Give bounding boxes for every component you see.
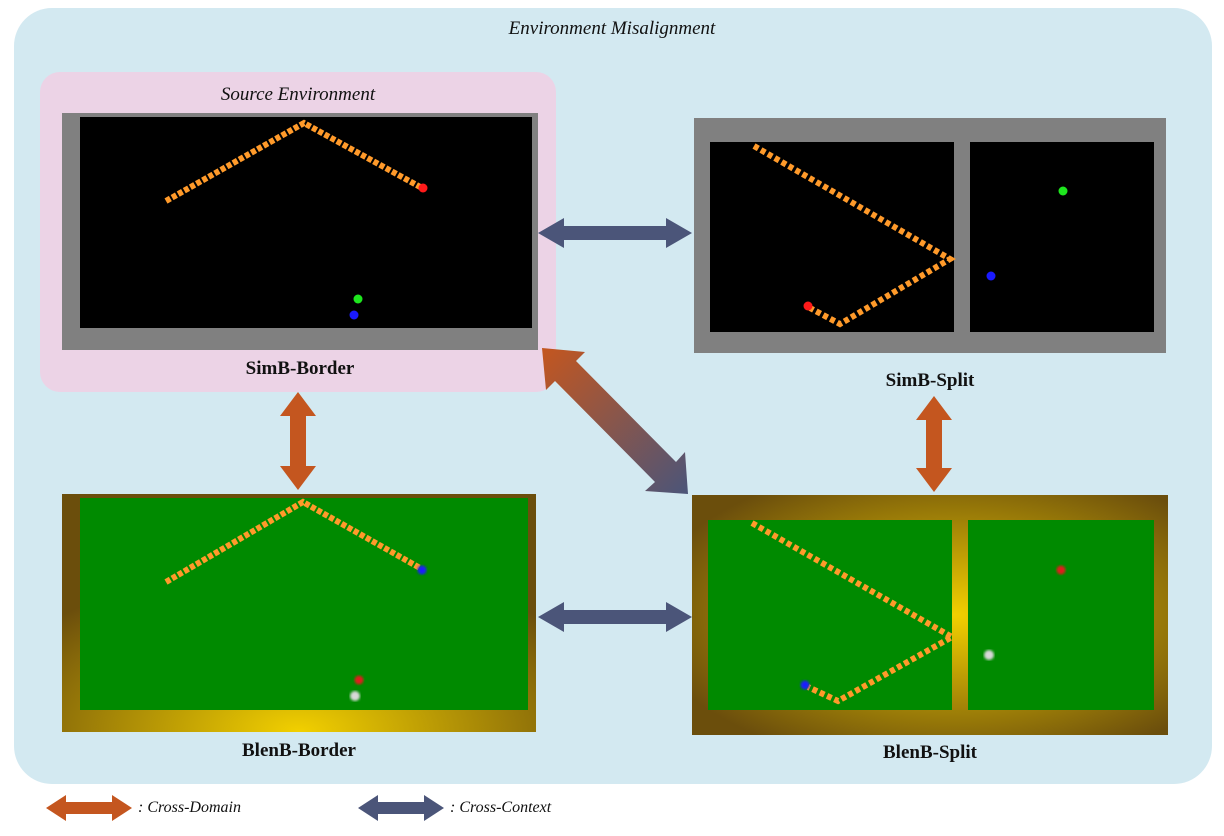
cross-context-legend-icon xyxy=(358,795,444,821)
trajectory xyxy=(164,119,424,204)
blenb-border-label: BlenB-Border xyxy=(242,740,356,761)
blue-ball-icon xyxy=(986,271,996,281)
red-ball-icon xyxy=(418,183,428,193)
blenb-border-image xyxy=(62,494,536,732)
red-ball-icon xyxy=(1056,565,1066,575)
cross-context-arrow-bottom xyxy=(538,602,692,632)
simb-border-label: SimB-Border xyxy=(245,358,355,379)
green-ball-icon xyxy=(1058,186,1068,196)
white-ball-icon xyxy=(350,691,360,701)
trajectory xyxy=(750,520,959,705)
cross-domain-legend-icon xyxy=(46,795,132,821)
simb-split-label: SimB-Split xyxy=(885,370,975,391)
simb-split-image xyxy=(694,118,1166,353)
blue-ball-icon xyxy=(349,310,359,320)
blue-ball-icon xyxy=(800,680,810,690)
blue-ball-icon xyxy=(417,565,427,575)
blenb-split-label: BlenB-Split xyxy=(883,742,977,763)
trajectory xyxy=(164,498,422,585)
blenb-split-image xyxy=(692,495,1168,735)
red-ball-icon xyxy=(803,301,813,311)
cross-context-legend-label: : Cross-Context xyxy=(450,799,552,816)
cross-both-arrow-diagonal xyxy=(542,348,688,494)
cross-domain-legend-label: : Cross-Domain xyxy=(138,799,241,816)
source-environment-title: Source Environment xyxy=(220,84,376,105)
simb-border-image xyxy=(62,113,538,350)
trajectory xyxy=(752,143,956,328)
cross-context-arrow-top xyxy=(538,218,692,248)
green-ball-icon xyxy=(353,294,363,304)
diagram-title: Environment Misalignment xyxy=(508,18,716,39)
white-ball-icon xyxy=(984,650,994,660)
red-ball-icon xyxy=(354,675,364,685)
cross-domain-arrow-left xyxy=(280,392,316,490)
cross-domain-arrow-right xyxy=(916,396,952,492)
